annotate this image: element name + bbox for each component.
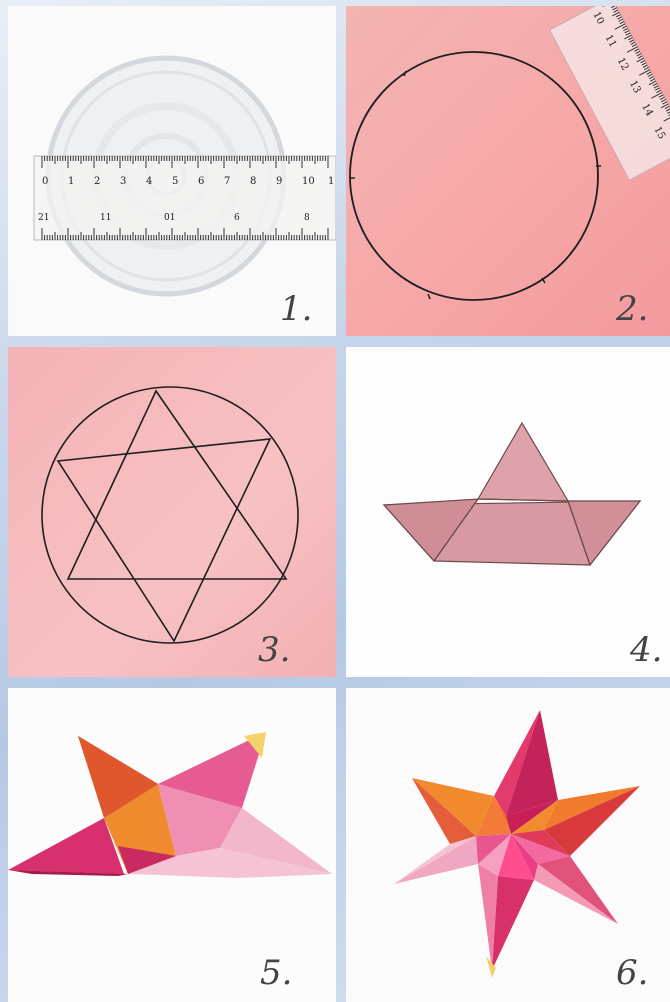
step-number: 5. bbox=[260, 956, 292, 990]
ruler-label: 8 bbox=[250, 176, 256, 187]
step-number: 1. bbox=[280, 292, 312, 326]
ruler-label: 6 bbox=[198, 176, 204, 187]
paper-star-shape bbox=[394, 710, 640, 978]
circle-outline bbox=[42, 387, 298, 643]
ruler-label: 0 bbox=[42, 176, 48, 187]
partial-star-shape bbox=[8, 732, 332, 878]
ruler-label: 4 bbox=[146, 176, 152, 187]
ruler-label: 2 bbox=[94, 176, 100, 187]
step-number: 6. bbox=[616, 956, 648, 990]
ruler-label: 3 bbox=[120, 176, 126, 187]
ruler-label: 8 bbox=[304, 213, 310, 223]
ruler-label: 1 bbox=[328, 176, 334, 187]
step-5-panel: 5. bbox=[8, 688, 336, 1002]
drawn-circle bbox=[350, 52, 598, 300]
step-6-panel: 6. bbox=[346, 688, 670, 1002]
ruler-label: 5 bbox=[172, 176, 178, 187]
ruler-label: 6 bbox=[234, 213, 240, 223]
hexagram-drawing-illustration bbox=[8, 347, 336, 677]
ruler-label: 21 bbox=[38, 213, 49, 223]
ruler-label: 7 bbox=[224, 176, 230, 187]
ruler-label: 11 bbox=[100, 213, 111, 223]
ruler-label: 1 bbox=[68, 176, 74, 187]
triangle-up bbox=[68, 391, 286, 579]
triangle-down bbox=[58, 439, 270, 641]
step-number: 2. bbox=[616, 292, 648, 326]
step-4-panel: 4. bbox=[346, 347, 670, 677]
step-3-panel: 3. bbox=[8, 347, 336, 677]
folded-paper-illustration bbox=[346, 347, 670, 677]
ruler-label: 01 bbox=[164, 213, 175, 223]
ruler-label: 10 bbox=[302, 176, 315, 187]
ruler-label: 9 bbox=[276, 176, 282, 187]
step-number: 3. bbox=[258, 633, 290, 667]
step-number: 4. bbox=[630, 633, 662, 667]
folded-paper-shape bbox=[384, 423, 640, 565]
